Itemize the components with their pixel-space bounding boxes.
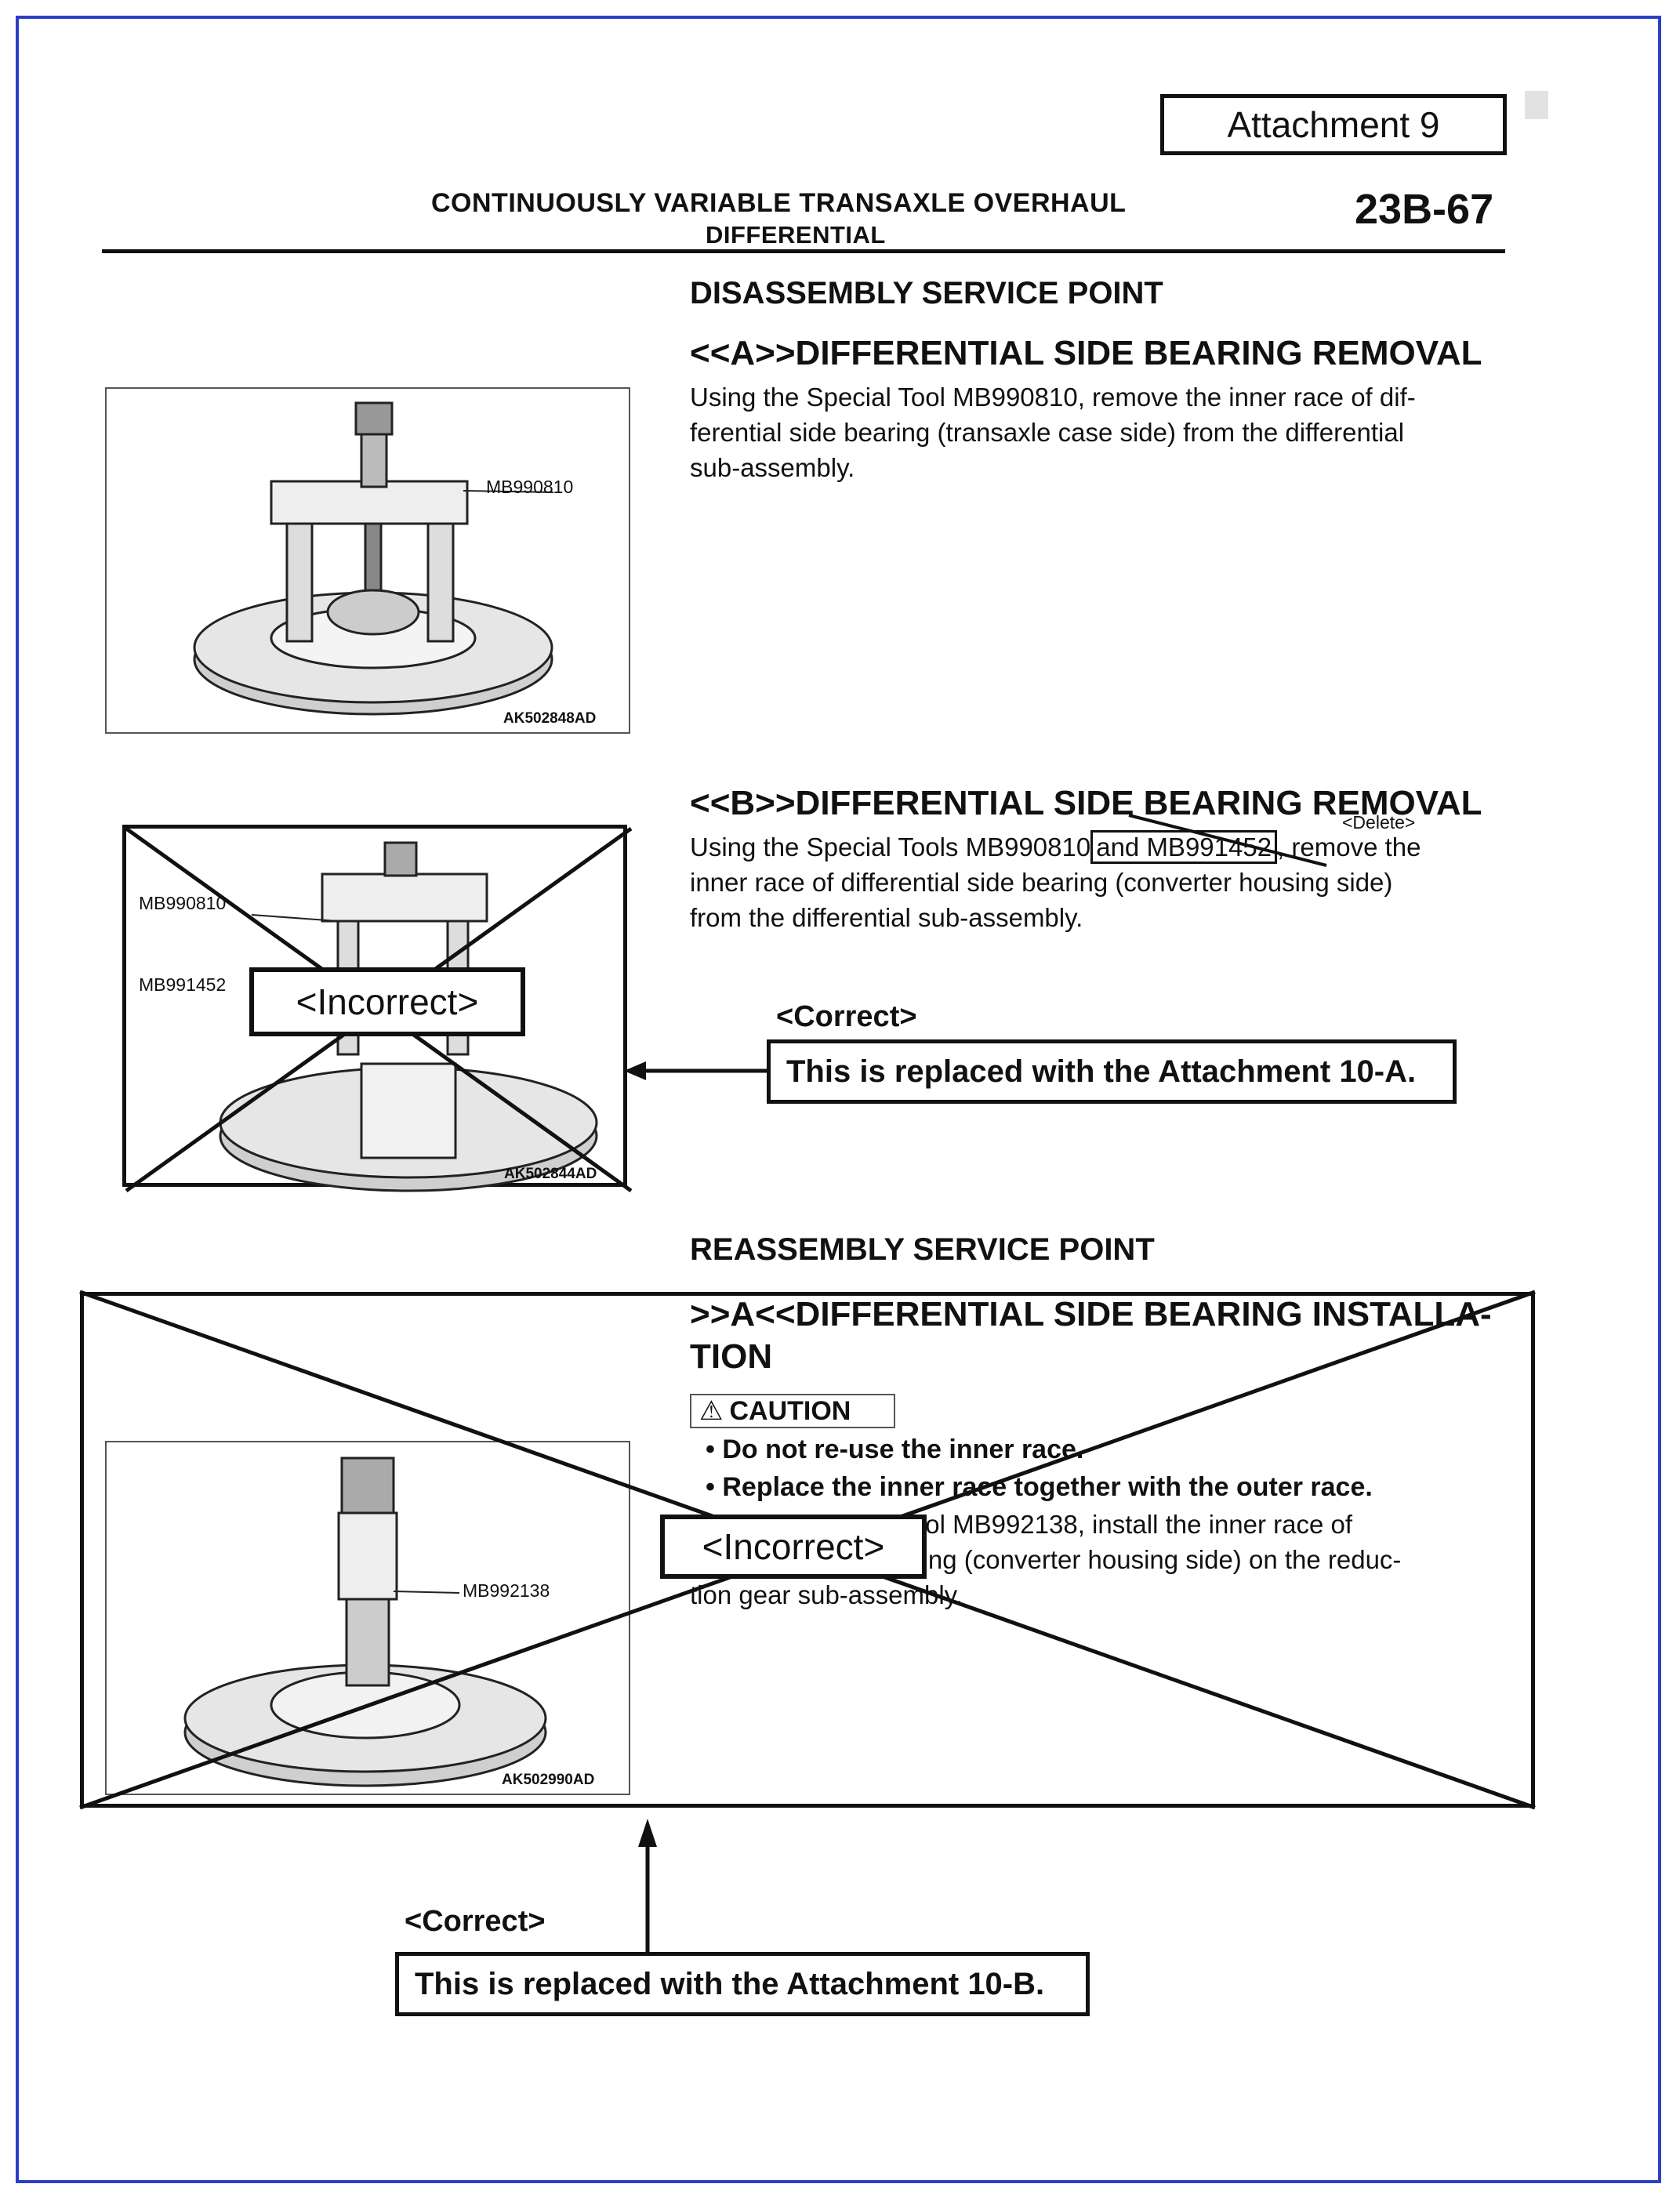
section-a-body: Using the Special Tool MB990810, remove … [690, 379, 1497, 485]
replacement-callout-a: This is replaced with the Attachment 10-… [767, 1039, 1457, 1104]
delete-strike [1128, 814, 1327, 867]
bullet-text: Replace the inner race together with the… [722, 1472, 1373, 1502]
section-a-line: sub-assembly. [690, 453, 855, 482]
incorrect-reassembly-area [80, 1292, 1535, 1808]
section-b-line: from the differential sub-assembly. [690, 903, 1083, 932]
fig1-tool-label: MB990810 [486, 477, 574, 497]
manual-subsection-title: DIFFERENTIAL [706, 221, 886, 248]
section-a-line: Using the Special Tool MB990810, remove … [690, 383, 1416, 412]
warning-icon: ⚠ [699, 1396, 724, 1426]
reassembly-heading: REASSEMBLY SERVICE POINT [690, 1232, 1155, 1267]
fig2-code: AK502844AD [504, 1166, 597, 1182]
page-number: 23B-67 [1355, 186, 1494, 233]
fig3-tool-label: MB992138 [463, 1580, 550, 1601]
section-b-line: inner race of differential side bearing … [690, 868, 1393, 897]
section-a-title: <<A>>DIFFERENTIAL SIDE BEARING REMOVAL [690, 334, 1482, 372]
fig2-tool-label-2: MB991452 [139, 974, 227, 995]
caution-bullet-2: • Replace the inner race together with t… [706, 1472, 1373, 1502]
scan-artifact [1525, 91, 1548, 119]
fig2-tool-label-1: MB990810 [139, 893, 227, 913]
section-a-line: ferential side bearing (transaxle case s… [690, 418, 1405, 447]
reassembly-title-line2: TION [690, 1337, 773, 1376]
incorrect-label-reassembly: <Incorrect> [660, 1515, 927, 1579]
section-b-line-end: , remove the [1277, 833, 1421, 862]
incorrect-label-b: <Incorrect> [249, 967, 525, 1036]
delete-note: <Delete> [1342, 812, 1416, 833]
puller-illustration [193, 401, 554, 716]
fig1-code: AK502848AD [503, 710, 597, 727]
manual-section-title: CONTINUOUSLY VARIABLE TRANSAXLE OVERHAUL [431, 188, 1127, 218]
caution-label: CAUTION [729, 1395, 851, 1426]
caution-bullet-1: • Do not re-use the inner race. [706, 1435, 1084, 1464]
header-rule [102, 249, 1505, 253]
correct-label-b: <Correct> [405, 1905, 546, 1938]
deleted-text-box: and MB991452 [1090, 830, 1278, 864]
installer-illustration [183, 1457, 547, 1787]
caution-badge: ⚠ CAUTION [690, 1394, 895, 1428]
reassembly-line: tion gear sub-assembly. [690, 1580, 963, 1609]
section-b-title: <<B>>DIFFERENTIAL SIDE BEARING REMOVAL [690, 784, 1482, 822]
bullet-text: Do not re-use the inner race. [722, 1435, 1084, 1464]
replacement-callout-b: This is replaced with the Attachment 10-… [395, 1952, 1090, 2016]
disassembly-heading: DISASSEMBLY SERVICE POINT [690, 276, 1163, 310]
arrow-up-icon [638, 1819, 657, 1954]
attachment-label: Attachment 9 [1160, 94, 1507, 155]
section-b-line-start: Using the Special Tools MB990810 [690, 833, 1091, 862]
arrow-left-icon [624, 1061, 767, 1080]
correct-label-a: <Correct> [776, 1000, 917, 1033]
page-frame [16, 16, 1661, 2183]
fig3-code: AK502990AD [502, 1772, 595, 1788]
reassembly-title-line1: >>A<<DIFFERENTIAL SIDE BEARING INSTALLA- [690, 1295, 1492, 1333]
figure-installer-tool: MB992138 AK502990AD [105, 1441, 630, 1795]
figure-puller-tool: MB990810 AK502848AD [105, 387, 630, 734]
